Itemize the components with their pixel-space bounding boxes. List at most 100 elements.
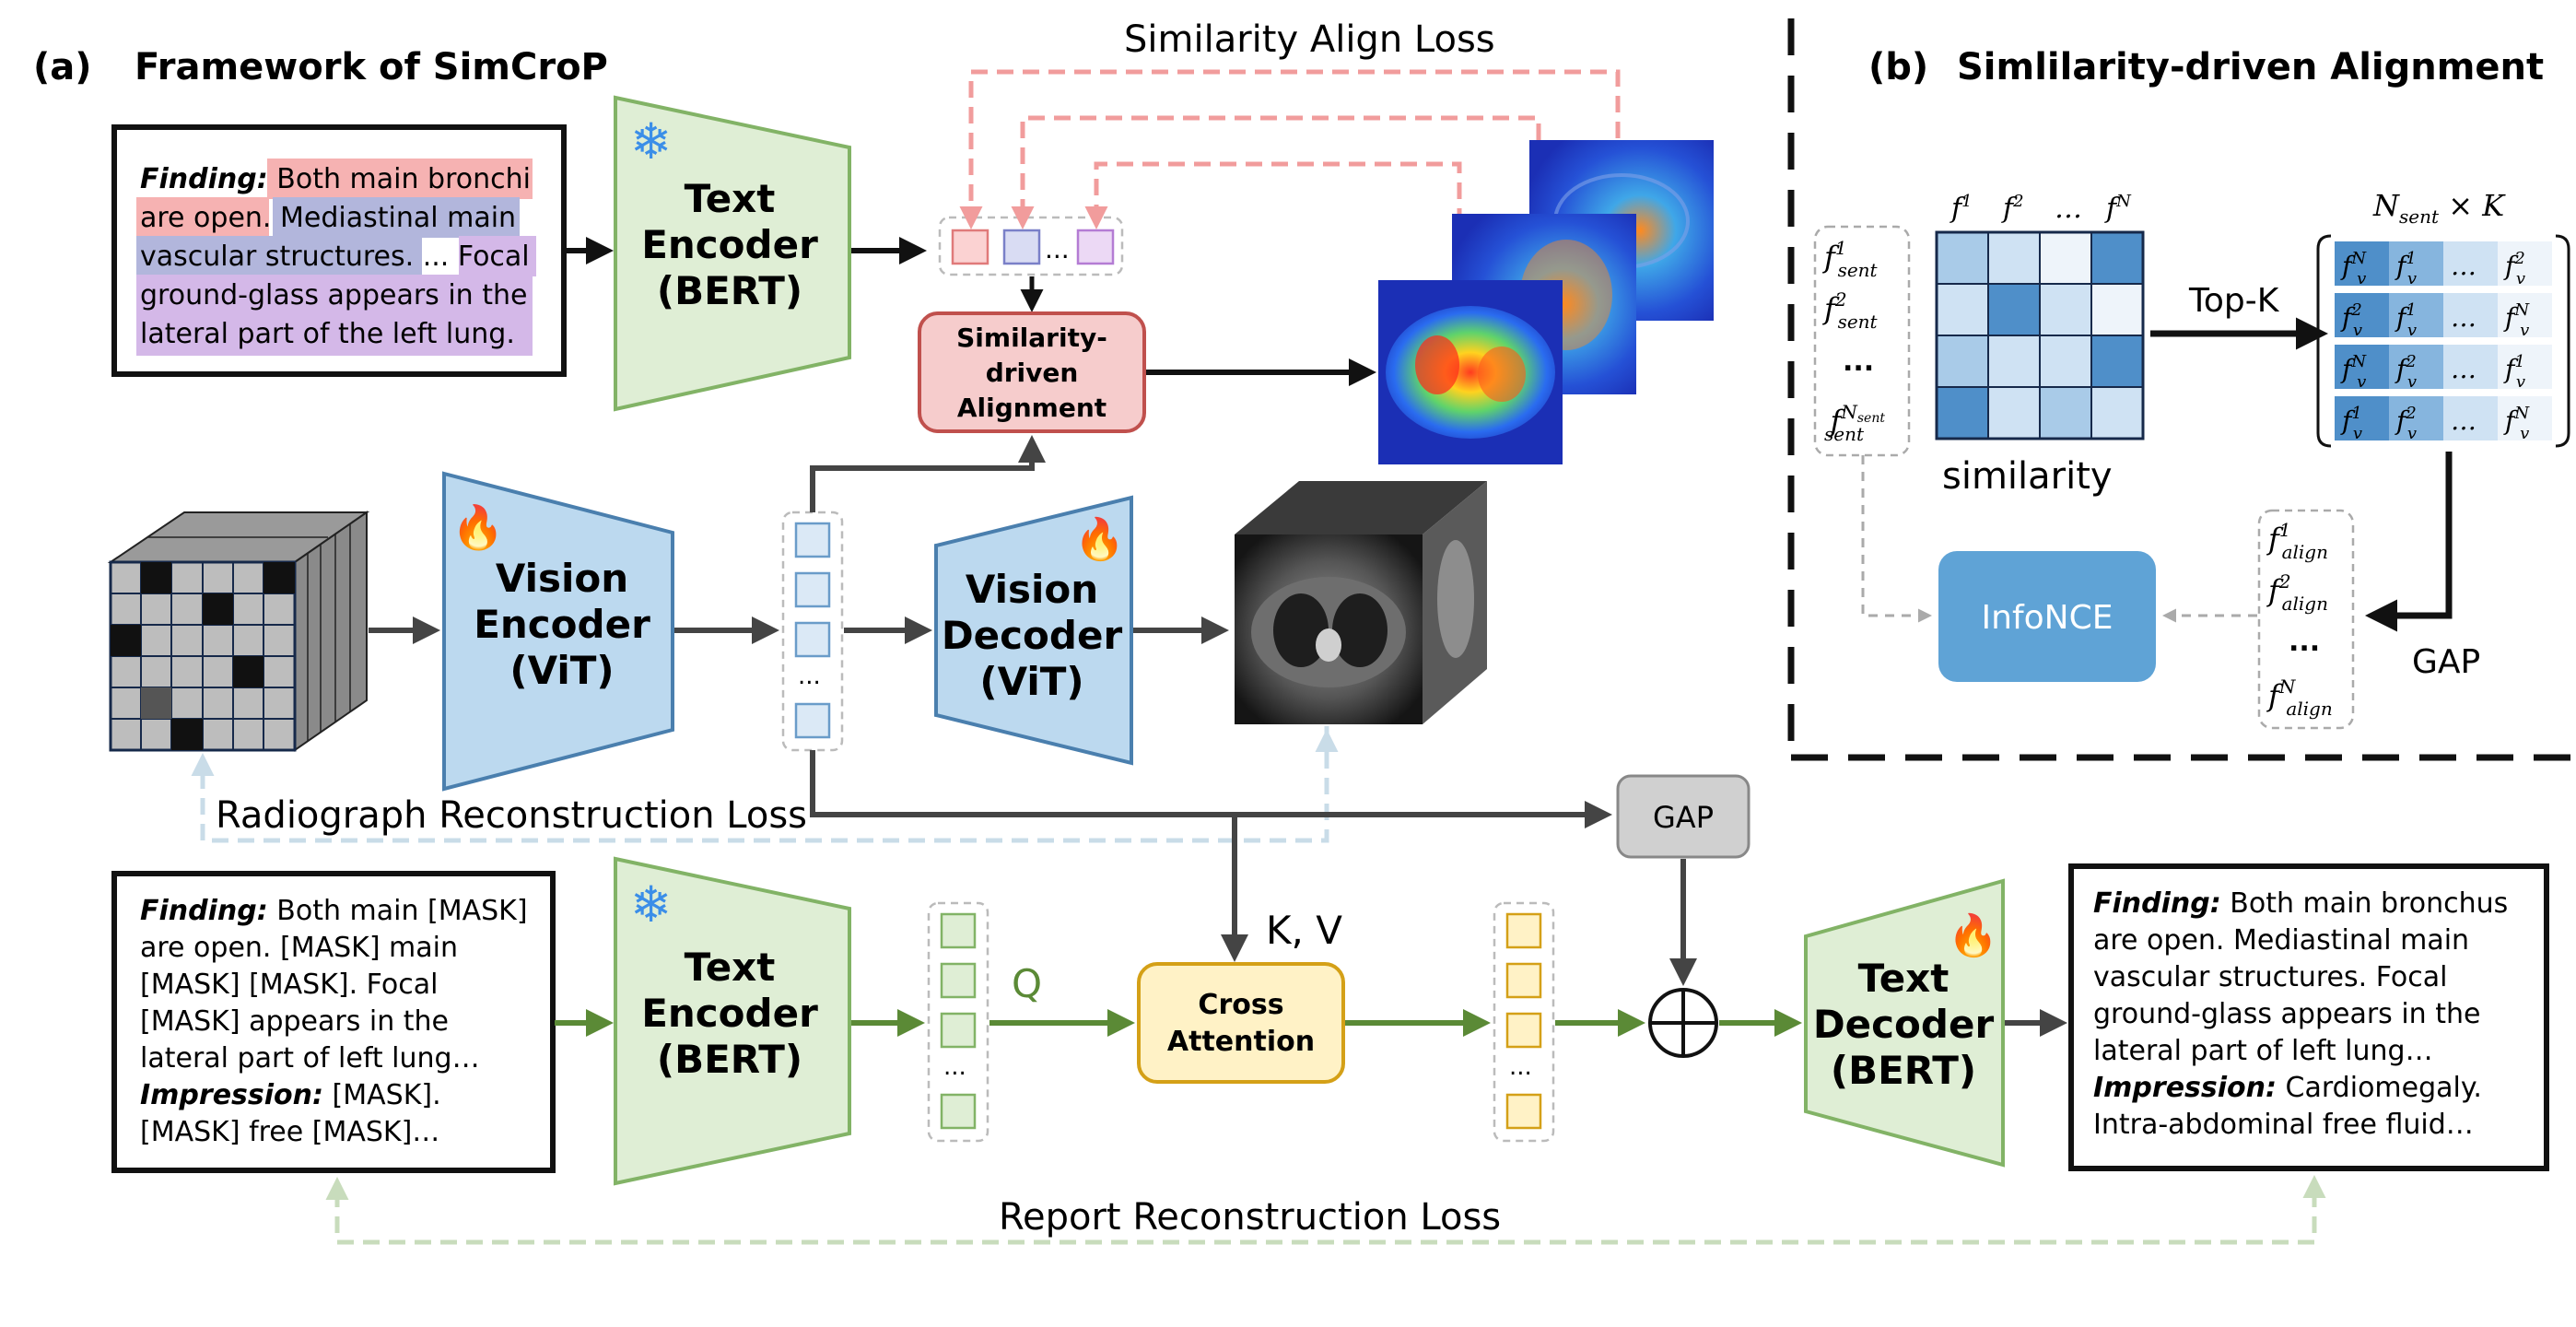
topk-cell <box>2389 345 2443 389</box>
visual-feature-token <box>794 571 831 608</box>
fire-icon: 🔥 <box>451 502 504 552</box>
similarity-align-loss-label: Similarity Align Loss <box>1124 18 1495 61</box>
text-feature-token <box>940 1093 977 1130</box>
topk-label: Top-K <box>2188 282 2280 320</box>
similarity-cell <box>1987 335 2041 388</box>
similarity-cell <box>1987 283 2041 336</box>
finding-label: Finding: <box>140 895 268 927</box>
topk-entry: … <box>2451 405 2476 436</box>
topk-cell <box>2443 345 2498 389</box>
topk-sup: 1 <box>2514 352 2524 371</box>
report-line: [MASK] [MASK]. Focal <box>140 969 438 1001</box>
finding-label: Finding: <box>2093 887 2221 920</box>
similarity-cell <box>2039 283 2092 336</box>
report-masked-input: Finding: Both main [MASK] are open. [MAS… <box>111 871 556 1173</box>
text-decoder: 🔥 Text Decoder (BERT) <box>1804 878 2005 1168</box>
similarity-cell <box>2090 335 2144 388</box>
similarity-cell <box>1987 386 2041 440</box>
report-line: [MASK] free [MASK]… <box>140 1116 439 1148</box>
visual-features: ... <box>781 511 844 752</box>
highlight-sentence-1b <box>136 197 269 238</box>
text-decoder-label: Text <box>1858 956 1950 1001</box>
similarity-cell <box>1936 386 1989 440</box>
similarity-cell <box>2039 386 2092 440</box>
similarity-cell <box>1936 283 1989 336</box>
topk-sub: v <box>2407 269 2417 288</box>
text-encoder-label: (BERT) <box>657 268 802 313</box>
panel-a-tag: (a) <box>33 46 92 88</box>
text-feature-token <box>940 962 977 999</box>
highlight-sentence-2b <box>136 236 422 276</box>
topk-entry: … <box>2451 302 2476 333</box>
panel-a-title: Framework of SimCroP <box>135 46 608 88</box>
topk-sub: v <box>2520 424 2529 443</box>
matrix-col-header: fN <box>2104 192 2132 225</box>
sup: 1 <box>2279 519 2291 541</box>
similarity-label: similarity <box>1942 455 2113 498</box>
arrow-sent-to-infonce <box>1861 455 1932 623</box>
topk-sub: v <box>2357 269 2366 288</box>
svg-text:are open. Mediastinal main: are open. Mediastinal main <box>140 202 516 234</box>
sentence-feature-token <box>951 229 989 265</box>
fire-icon: 🔥 <box>1948 912 1998 959</box>
topk-sup: N <box>2350 352 2367 371</box>
topk-sup: 2 <box>2405 352 2416 371</box>
sentence-features: ... <box>938 216 1124 276</box>
topk-sup: 2 <box>2350 300 2361 320</box>
cross-attention-label: Cross <box>1198 989 1283 1021</box>
text-encoder-label: Encoder <box>641 991 818 1036</box>
topk-cell <box>2389 241 2443 286</box>
topk-sub: v <box>2407 372 2417 392</box>
sup: N <box>2278 675 2297 698</box>
topk-sup: N <box>2350 249 2367 268</box>
topk-cell <box>2498 293 2552 337</box>
sum-operator <box>1648 988 1718 1058</box>
topk-cell <box>2443 293 2498 337</box>
report-line: Cardiomegaly. <box>2286 1072 2482 1104</box>
vision-encoder-label: Vision <box>496 556 628 601</box>
cross-attention-label: Attention <box>1167 1026 1315 1058</box>
matrix-col-sup: 1 <box>1961 192 1972 211</box>
radiograph-reconstruction-loss-arrow <box>191 726 1329 843</box>
report-input-top: Finding: Both main bronchi are open. Med… <box>111 124 567 377</box>
fused-feature-token <box>1505 912 1542 949</box>
report-line: Focal <box>458 241 530 273</box>
text-decoder-label: Decoder <box>1813 1002 1995 1047</box>
text-feature-token <box>940 1012 977 1049</box>
reconstructed-ct-volume <box>1235 481 1487 724</box>
report-line: Both main bronchus <box>2230 887 2508 920</box>
report-line: are open. [MASK] main <box>140 932 458 964</box>
panel-b-tag: (b) <box>1868 46 1928 88</box>
topk-sup: 1 <box>2351 404 2361 423</box>
gap-label: GAP <box>1653 800 1714 835</box>
vision-encoder-label: (ViT) <box>509 648 614 693</box>
topk-cell <box>2389 396 2443 440</box>
panel-b-title: Simlilarity-driven Alignment <box>1957 46 2544 88</box>
vision-decoder-label: Vision <box>966 567 1098 612</box>
topk-sup: 2 <box>2513 249 2524 268</box>
snowflake-icon: ❄ <box>630 875 672 934</box>
topk-entry: … <box>2451 354 2476 384</box>
snowflake-icon: ❄ <box>630 112 672 170</box>
vision-encoder: 🔥 Vision Encoder (ViT) <box>442 471 674 792</box>
highlight-sentence-2 <box>273 197 520 238</box>
vision-decoder-label: Decoder <box>942 613 1123 658</box>
report-line: vascular structures. <box>140 241 414 273</box>
impression-label: Impression: <box>2093 1072 2277 1104</box>
query-label: Q <box>1012 961 1042 1006</box>
report-line: lateral part of left lung… <box>140 1042 480 1075</box>
topk-cell <box>2443 241 2498 286</box>
visual-feature-token <box>794 702 831 739</box>
text-encoder-label: Text <box>685 176 776 221</box>
topk-sub: v <box>2357 372 2366 392</box>
topk-cell <box>2335 396 2389 440</box>
x-k: × K <box>2439 188 2506 223</box>
sentence-feature-token <box>1076 229 1115 265</box>
report-line: [MASK] appears in the <box>140 1005 449 1038</box>
vision-decoder-label: (ViT) <box>979 659 1083 704</box>
svg-text:Impression: Cardiomegaly.: Impression: Cardiomegaly. <box>2093 1072 2482 1104</box>
